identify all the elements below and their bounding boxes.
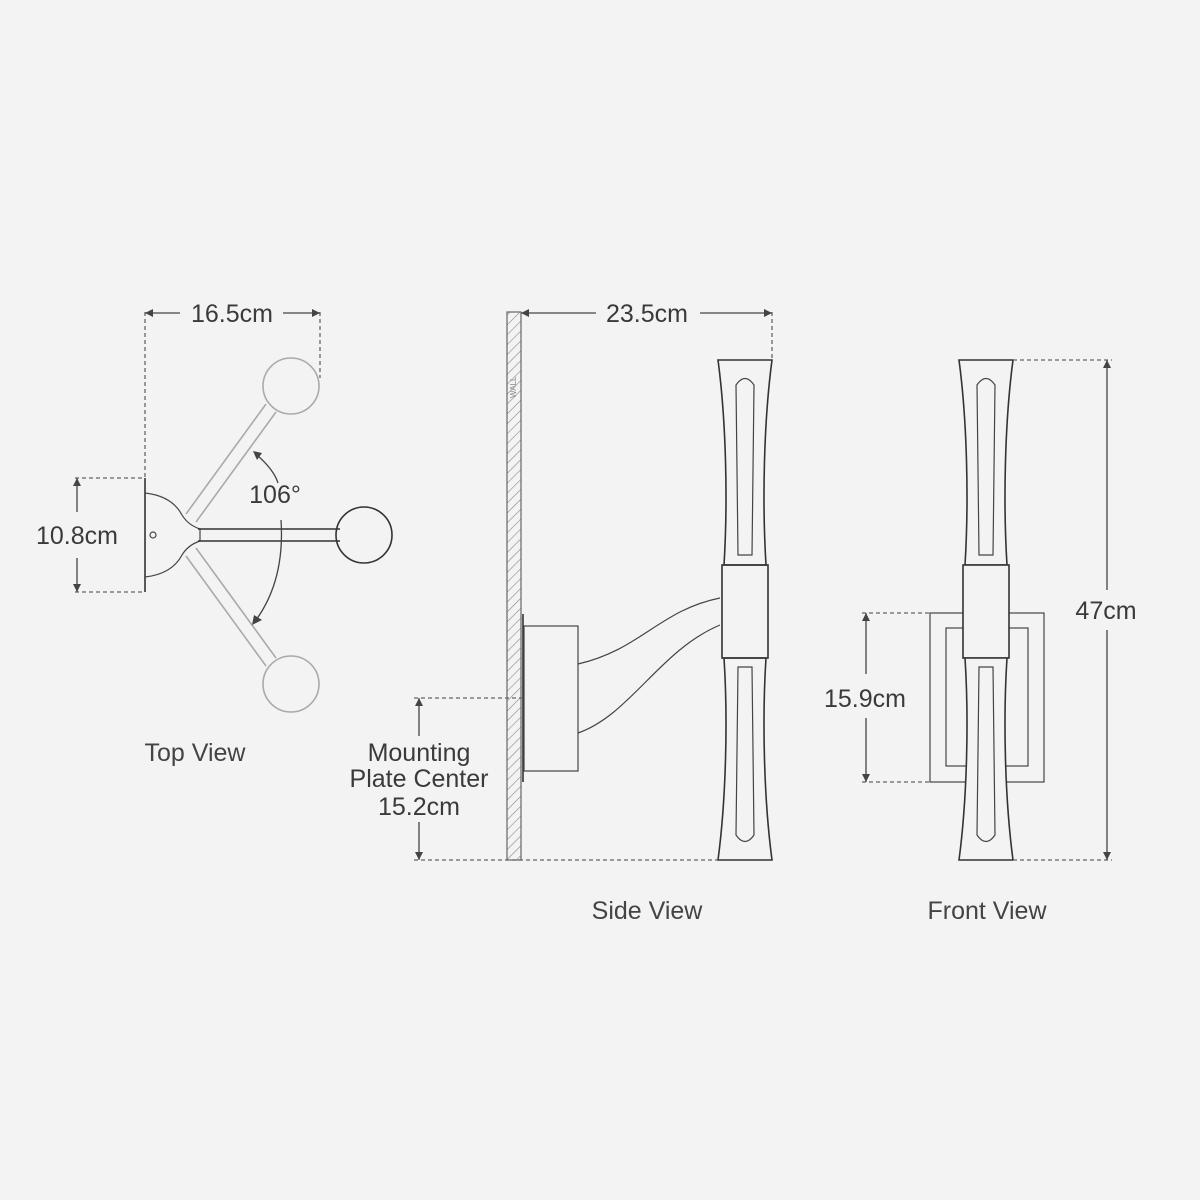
top-screw-icon [149, 531, 157, 539]
mounting-label-line2: Plate Center [350, 765, 489, 793]
top-view: 106° 16.5cm 10.8cm Top View [36, 300, 393, 767]
side-depth-label: 23.5cm [606, 300, 688, 328]
side-collar [721, 564, 769, 659]
angle-label: 106° [249, 481, 301, 509]
front-shade-lower [958, 657, 1014, 861]
mounting-label-line1: Mounting [368, 739, 471, 767]
front-height-label: 47cm [1075, 597, 1136, 625]
front-collar [962, 564, 1010, 659]
top-width-label: 16.5cm [191, 300, 273, 328]
side-view: WALL 23.5cm Mounting Plate Center 15.2cm… [350, 300, 773, 925]
top-globe-lower [262, 655, 320, 713]
side-base-box [523, 625, 579, 772]
top-arm-upper [185, 403, 267, 515]
side-arm-upper-edge [577, 597, 721, 665]
side-shade-upper [717, 359, 773, 566]
top-globe-middle [335, 506, 393, 564]
side-view-caption: Side View [592, 897, 704, 925]
mounting-dim-label: 15.2cm [378, 793, 460, 821]
angle-arc-upper [256, 454, 279, 484]
front-view: 47cm 15.9cm Front View [824, 359, 1137, 925]
wall-label: WALL [509, 376, 518, 398]
angle-arc-lower [255, 519, 283, 621]
front-view-caption: Front View [927, 897, 1047, 925]
top-globe-upper [262, 357, 320, 415]
front-shade-upper [958, 359, 1014, 566]
top-view-caption: Top View [145, 739, 247, 767]
side-arm-lower-edge [577, 624, 721, 734]
top-height-label: 10.8cm [36, 522, 118, 550]
top-base-body [144, 492, 201, 578]
plate-height-label: 15.9cm [824, 685, 906, 713]
top-arm-lower [185, 555, 267, 667]
side-shade-lower [717, 657, 773, 861]
